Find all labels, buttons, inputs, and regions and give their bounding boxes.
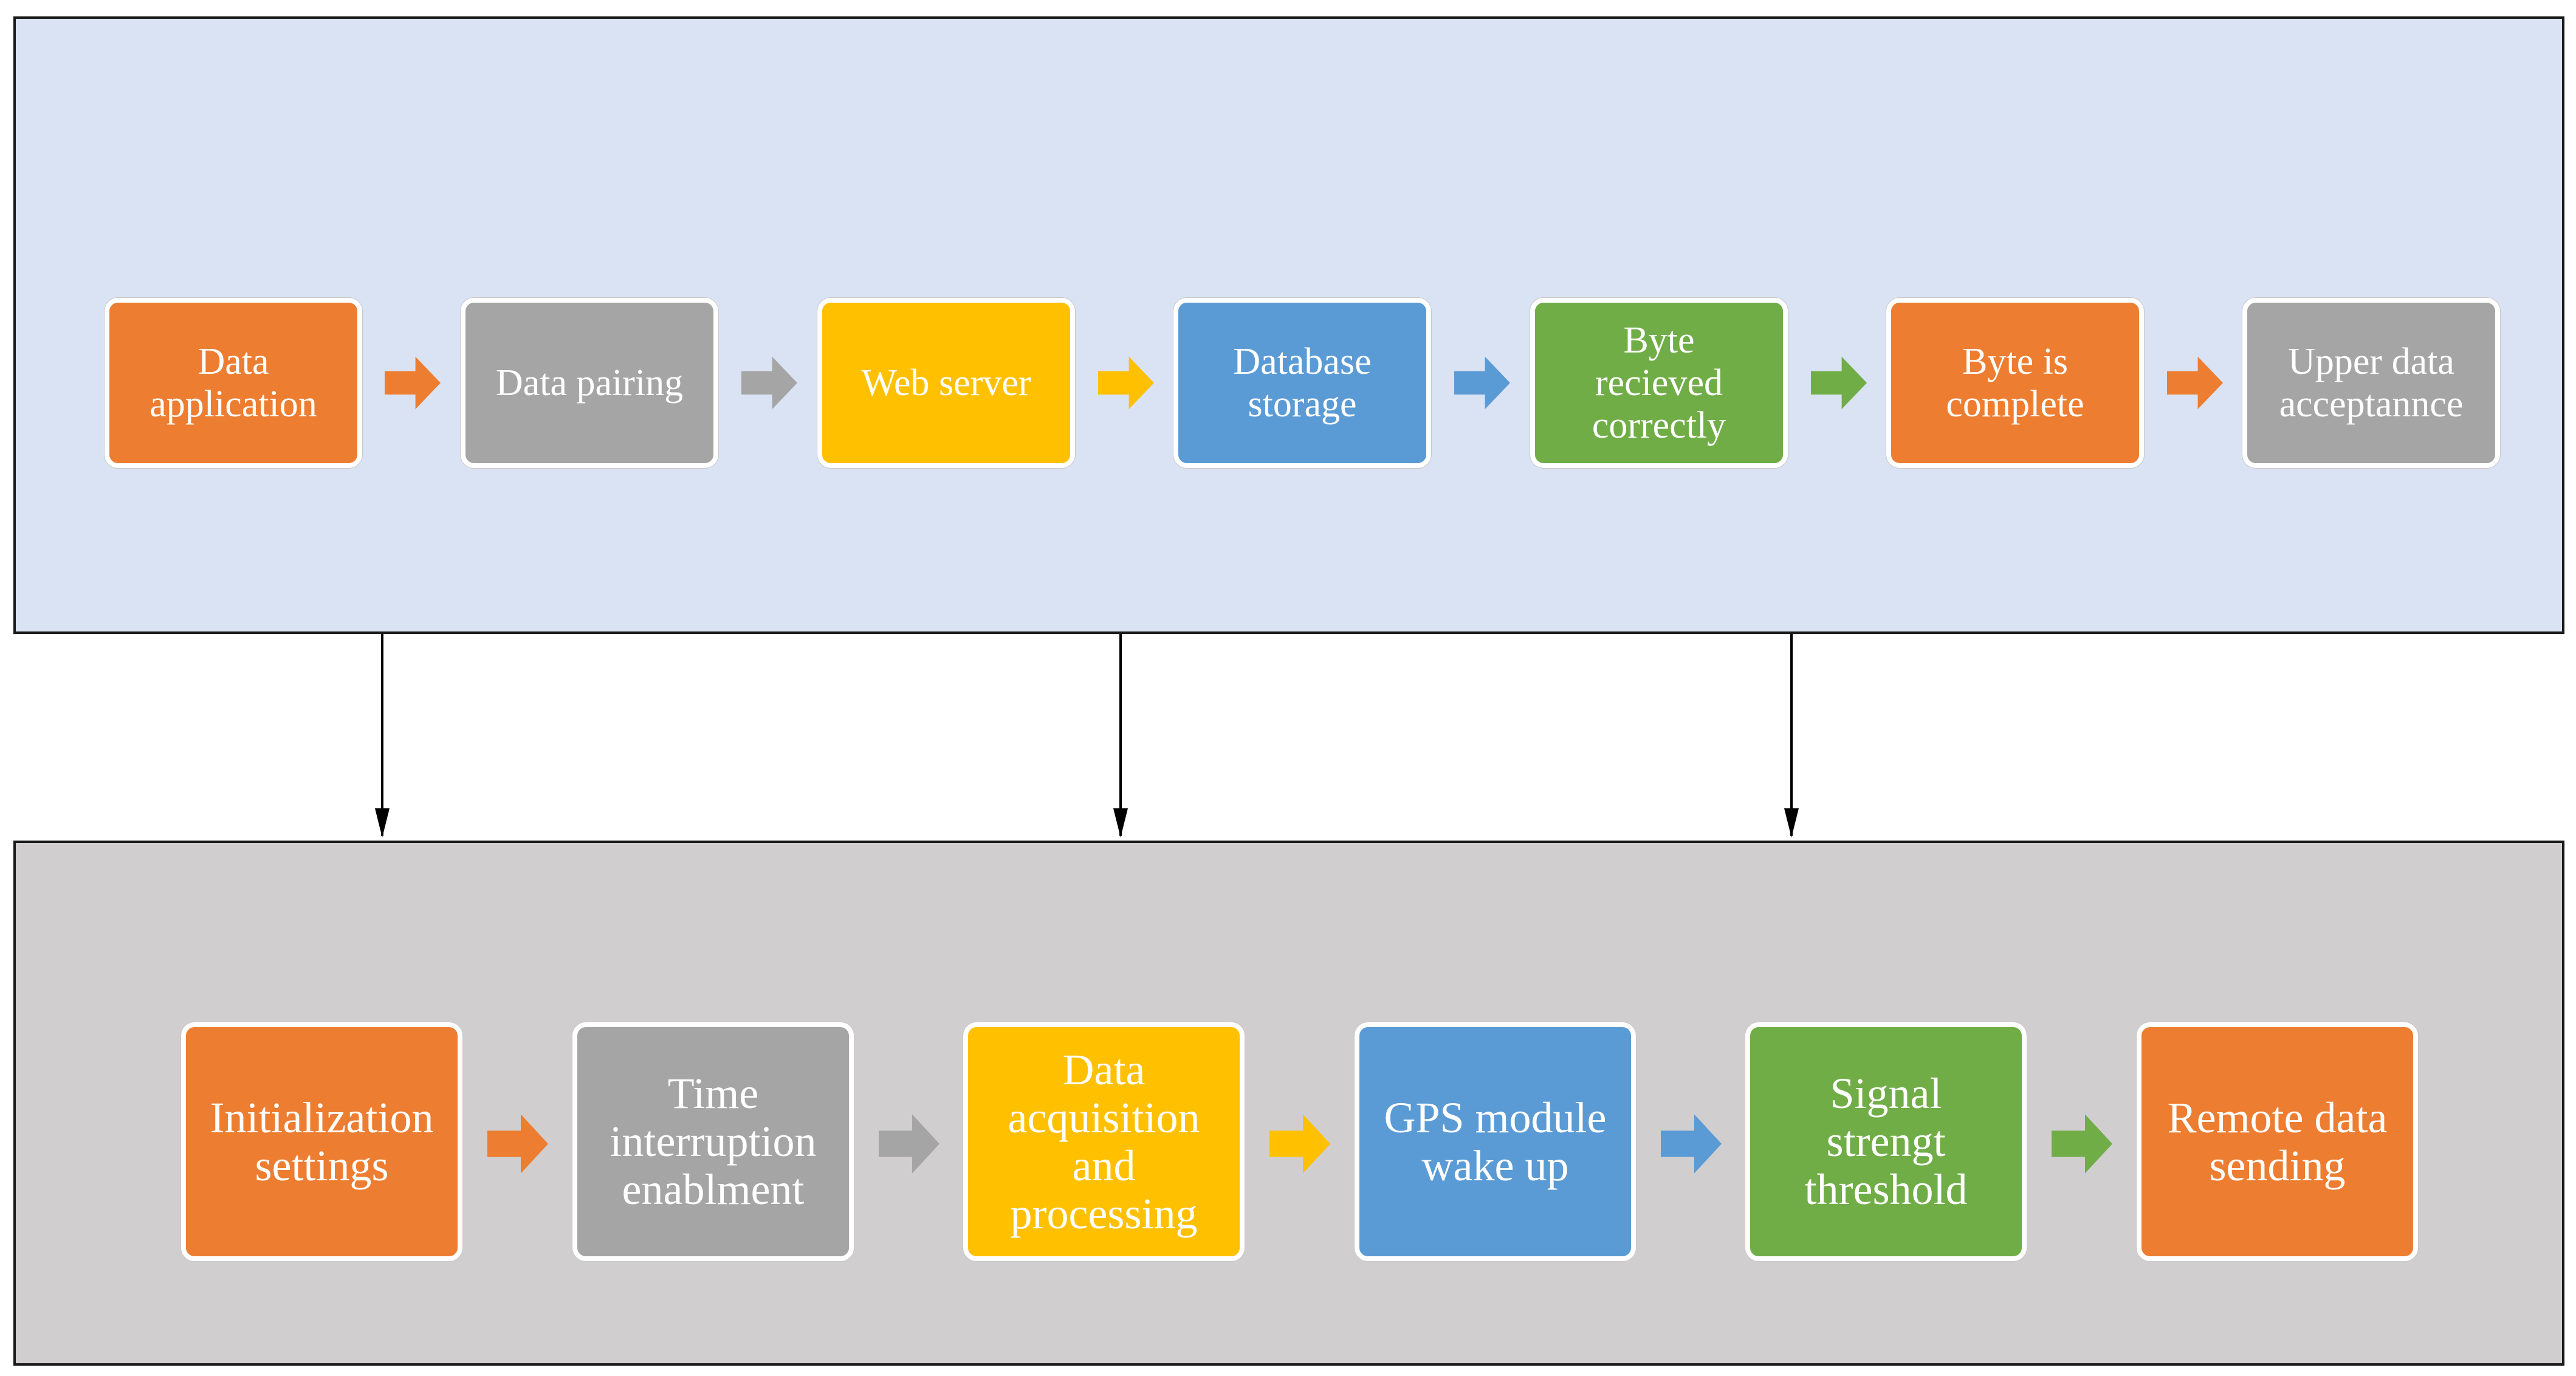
step-label: Upper data acceptannce bbox=[2279, 341, 2464, 425]
flow-arrow-icon bbox=[879, 1111, 939, 1177]
step-label: Data acquisition and processing bbox=[1008, 1045, 1200, 1238]
flow-arrow-icon bbox=[1811, 354, 1867, 412]
step-signal-threshold: Signal strengt threshold bbox=[1745, 1022, 2027, 1261]
step-label: Database storage bbox=[1233, 341, 1372, 425]
step-label: Byte is complete bbox=[1946, 341, 2084, 425]
connector-arrow bbox=[1784, 634, 1799, 838]
step-initialization-settings: Initialization settings bbox=[181, 1022, 462, 1261]
flow-arrow-icon bbox=[385, 354, 441, 412]
flow-arrow-icon bbox=[2167, 354, 2223, 412]
step-label: Web server bbox=[861, 362, 1031, 404]
flow-arrow-icon bbox=[1269, 1111, 1330, 1177]
flow-arrow-icon bbox=[1454, 354, 1510, 412]
flow-arrow-icon bbox=[487, 1111, 548, 1177]
step-label: GPS module wake up bbox=[1384, 1093, 1607, 1190]
step-gps-wake-up: GPS module wake up bbox=[1355, 1022, 1636, 1261]
flow-arrow-icon bbox=[2052, 1111, 2112, 1177]
connector-arrow bbox=[375, 634, 390, 838]
flow-arrow-icon bbox=[1661, 1111, 1722, 1177]
step-database-storage: Database storage bbox=[1173, 298, 1431, 468]
connector-arrow bbox=[1113, 634, 1128, 838]
step-data-application: Data application bbox=[105, 298, 362, 468]
step-upper-data-acceptance: Upper data acceptannce bbox=[2242, 298, 2500, 468]
step-label: Byte recieved correctly bbox=[1592, 320, 1726, 446]
step-time-interruption: Time interruption enablment bbox=[572, 1022, 854, 1261]
step-data-acquisition: Data acquisition and processing bbox=[963, 1022, 1245, 1261]
step-byte-received: Byte recieved correctly bbox=[1530, 298, 1788, 468]
flow-arrow-icon bbox=[741, 354, 797, 412]
step-label: Remote data sending bbox=[2167, 1093, 2388, 1190]
step-label: Data pairing bbox=[495, 362, 684, 404]
step-label: Data application bbox=[149, 341, 317, 425]
step-label: Initialization settings bbox=[210, 1093, 434, 1190]
step-label: Signal strengt threshold bbox=[1804, 1069, 1968, 1214]
step-remote-data-sending: Remote data sending bbox=[2137, 1022, 2418, 1261]
step-byte-complete: Byte is complete bbox=[1886, 298, 2144, 468]
flow-arrow-icon bbox=[1098, 354, 1154, 412]
step-data-pairing: Data pairing bbox=[461, 298, 718, 468]
step-label: Time interruption enablment bbox=[610, 1069, 817, 1214]
step-web-server: Web server bbox=[817, 298, 1075, 468]
